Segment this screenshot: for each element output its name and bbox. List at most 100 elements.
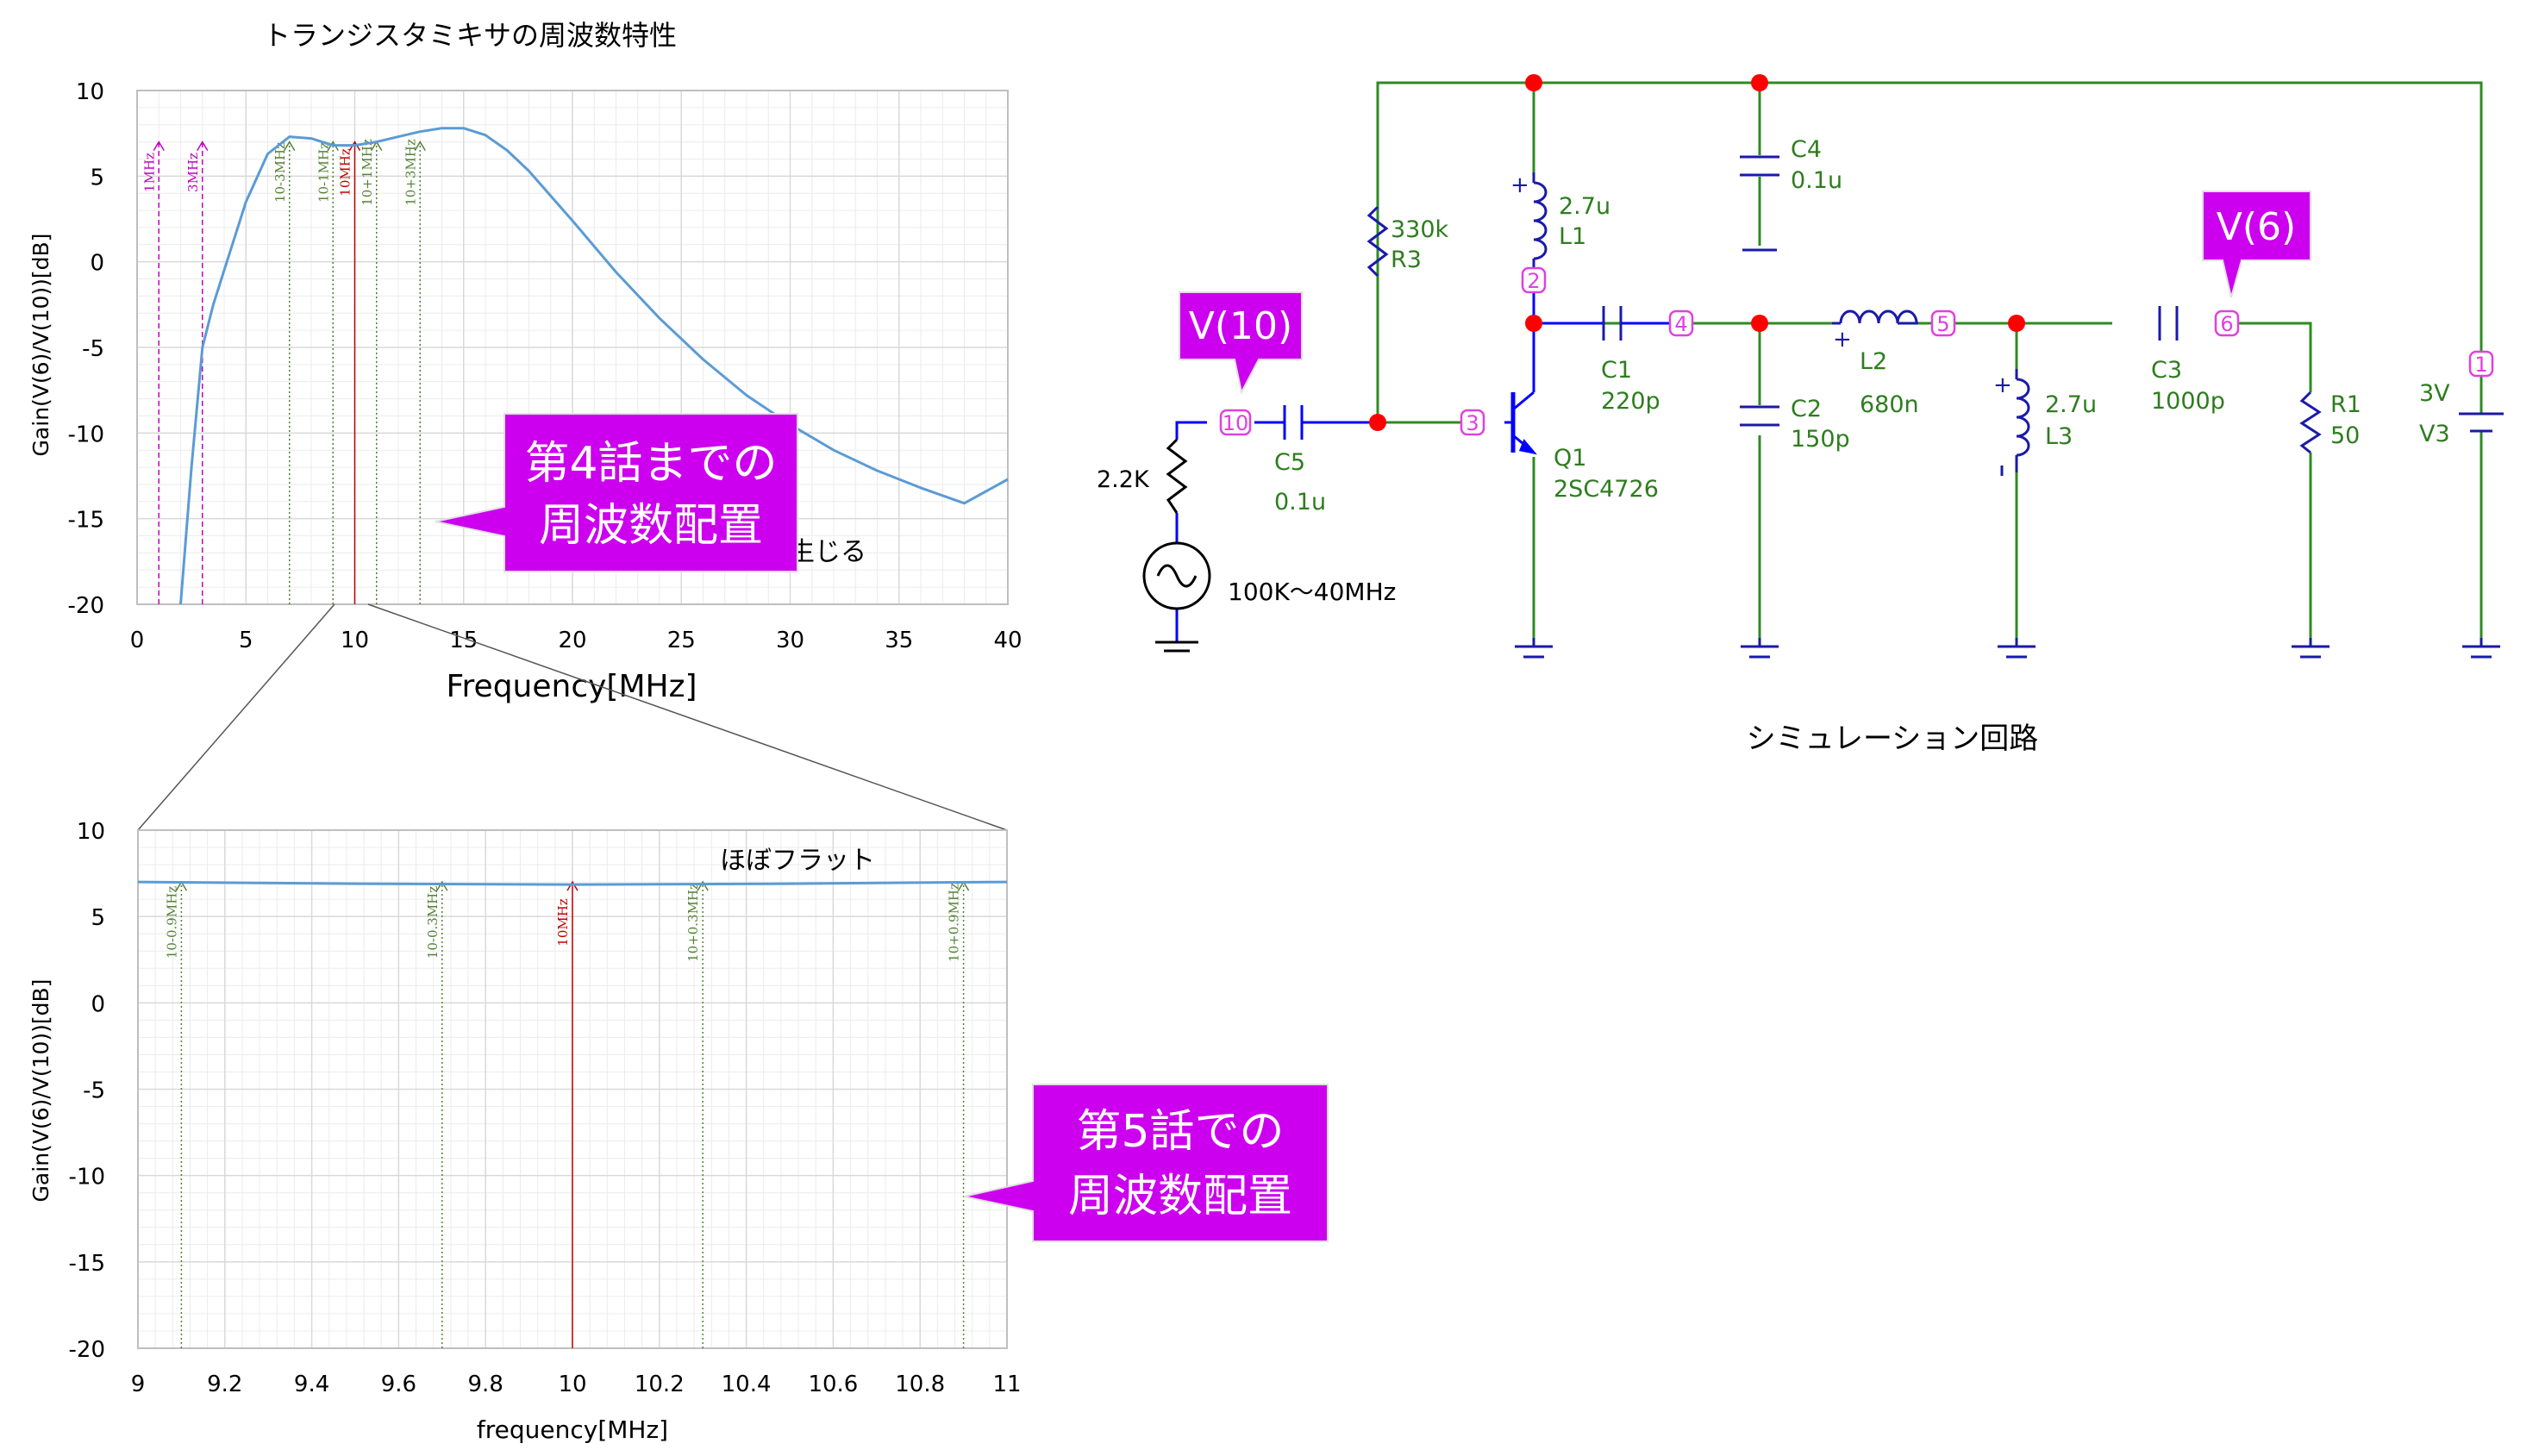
x-tick-label: 10.4 <box>722 1372 772 1397</box>
label-c4-name: C4 <box>1791 136 1822 163</box>
marker-arrowhead <box>348 141 361 151</box>
node-box <box>1521 266 1547 294</box>
callout-v6: V(6) <box>2202 191 2311 298</box>
label-l3-value: 2.7u <box>2045 391 2097 418</box>
component-l2 <box>1832 309 1918 325</box>
schematic-junction-dots <box>1369 74 2025 431</box>
callout-chapter5: 第5話での 周波数配置 <box>963 1084 1329 1242</box>
label-v3-value: 3V <box>2419 380 2450 407</box>
node-number: 2 <box>1527 269 1540 293</box>
x-tick-label: 9 <box>131 1372 146 1397</box>
zoom-line-left <box>137 603 335 831</box>
component-r1 <box>2299 391 2322 454</box>
svg-text:+: + <box>1510 172 1529 198</box>
marker-arrowhead <box>197 141 209 151</box>
label-q1-name: Q1 <box>1554 445 1586 472</box>
x-tick-label: 40 <box>993 628 1022 653</box>
zoom-line-right <box>367 603 1008 831</box>
callout-ch4-line1: 第4話までの <box>524 438 777 490</box>
marker-label: 10-0.9MHz <box>164 886 179 959</box>
y-tick-label: 5 <box>90 165 104 191</box>
node-box <box>1668 309 1694 337</box>
marker-arrowhead <box>566 880 578 891</box>
callout-v10: V(10) <box>1179 291 1303 395</box>
y-tick-label: -5 <box>82 336 104 362</box>
x-tick-label: 5 <box>239 628 253 653</box>
node-number: 1 <box>2474 353 2487 377</box>
marker-label: 10-1MHz <box>316 142 331 203</box>
x-tick-label: 10.2 <box>635 1372 685 1397</box>
marker-label: 10-0.3MHz <box>425 886 441 959</box>
y-tick-label: 10 <box>76 79 104 105</box>
label-c3-value: 1000p <box>2151 388 2225 415</box>
component-c2 <box>1740 405 1779 427</box>
chart1-plot-area <box>136 90 1009 605</box>
schematic-green-nets <box>1376 81 2483 638</box>
svg-text:+: + <box>1993 372 2012 398</box>
label-c1-value: 220p <box>1601 388 1660 415</box>
label-c2-value: 150p <box>1791 426 1850 453</box>
x-tick-label: 10 <box>341 628 369 653</box>
callout-v6-label: V(6) <box>2217 205 2296 249</box>
chart2-xlabel: frequency[MHz] <box>477 1415 668 1444</box>
y-tick-label: 0 <box>90 251 104 277</box>
label-c5-value: 0.1u <box>1274 489 1326 516</box>
y-tick-label: -10 <box>68 422 104 447</box>
marker-label: 10+0.3MHz <box>685 883 701 962</box>
y-tick-label: -10 <box>69 1165 105 1190</box>
x-tick-label: 0 <box>130 628 145 653</box>
svg-text:+: + <box>1833 327 1852 353</box>
chart1-grid <box>136 90 1009 605</box>
chart1-title: トランジスタミキサの周波数特性 <box>263 19 677 52</box>
x-tick-label: 20 <box>558 628 586 653</box>
node-box <box>1930 309 1956 337</box>
marker-arrowhead <box>436 880 448 891</box>
x-tick-label: 15 <box>449 628 478 653</box>
x-tick-label: 25 <box>667 628 696 653</box>
label-v3-name: V3 <box>2419 421 2450 447</box>
y-tick-label: -20 <box>68 593 104 619</box>
x-tick-label: 10.6 <box>808 1372 858 1397</box>
label-r3-name: R3 <box>1391 247 1422 273</box>
label-c2-name: C2 <box>1791 396 1822 422</box>
label-r3-value: 330k <box>1391 216 1449 243</box>
marker-label: 10+3MHz <box>403 139 418 206</box>
callout-ch5-line2: 周波数配置 <box>1068 1171 1292 1222</box>
node-number: 6 <box>2220 312 2233 336</box>
y-tick-label: -5 <box>83 1078 105 1104</box>
component-v3 <box>2459 412 2504 433</box>
callout-v10-label: V(10) <box>1189 304 1292 348</box>
marker-label: 1MHz <box>141 153 157 192</box>
node-box <box>2214 309 2240 337</box>
node-number: 5 <box>1936 312 1949 336</box>
y-tick-label: 5 <box>91 905 105 931</box>
polarity-marks: + + + <box>1510 172 2012 476</box>
label-l1-value: 2.7u <box>1559 193 1610 220</box>
component-ac-source <box>1142 541 1211 653</box>
x-tick-label: 9.6 <box>381 1372 416 1397</box>
marker-arrowhead <box>414 141 426 151</box>
chart1-ylabel: Gain(V(6)/V(10))[dB] <box>28 234 53 457</box>
chart2-series-line <box>137 880 1008 886</box>
marker-label: 10+0.9MHz <box>947 883 962 962</box>
schematic-caption: シミュレーション回路 <box>1747 722 2039 756</box>
label-q1-part: 2SC4726 <box>1554 476 1659 503</box>
callout-chapter4: 第4話までの 周波数配置 <box>435 413 798 572</box>
marker-arrowhead <box>327 141 339 151</box>
label-r1-name: R1 <box>2330 391 2361 418</box>
label-l2-name: L2 <box>1860 348 1887 375</box>
y-tick-label: -15 <box>69 1251 105 1277</box>
y-tick-label: 10 <box>77 819 105 845</box>
y-tick-label: 0 <box>91 991 105 1017</box>
marker-label: 10-3MHz <box>272 142 288 203</box>
component-r3 <box>1366 205 1389 278</box>
chart2-annotation: ほぼフラット <box>720 846 875 876</box>
